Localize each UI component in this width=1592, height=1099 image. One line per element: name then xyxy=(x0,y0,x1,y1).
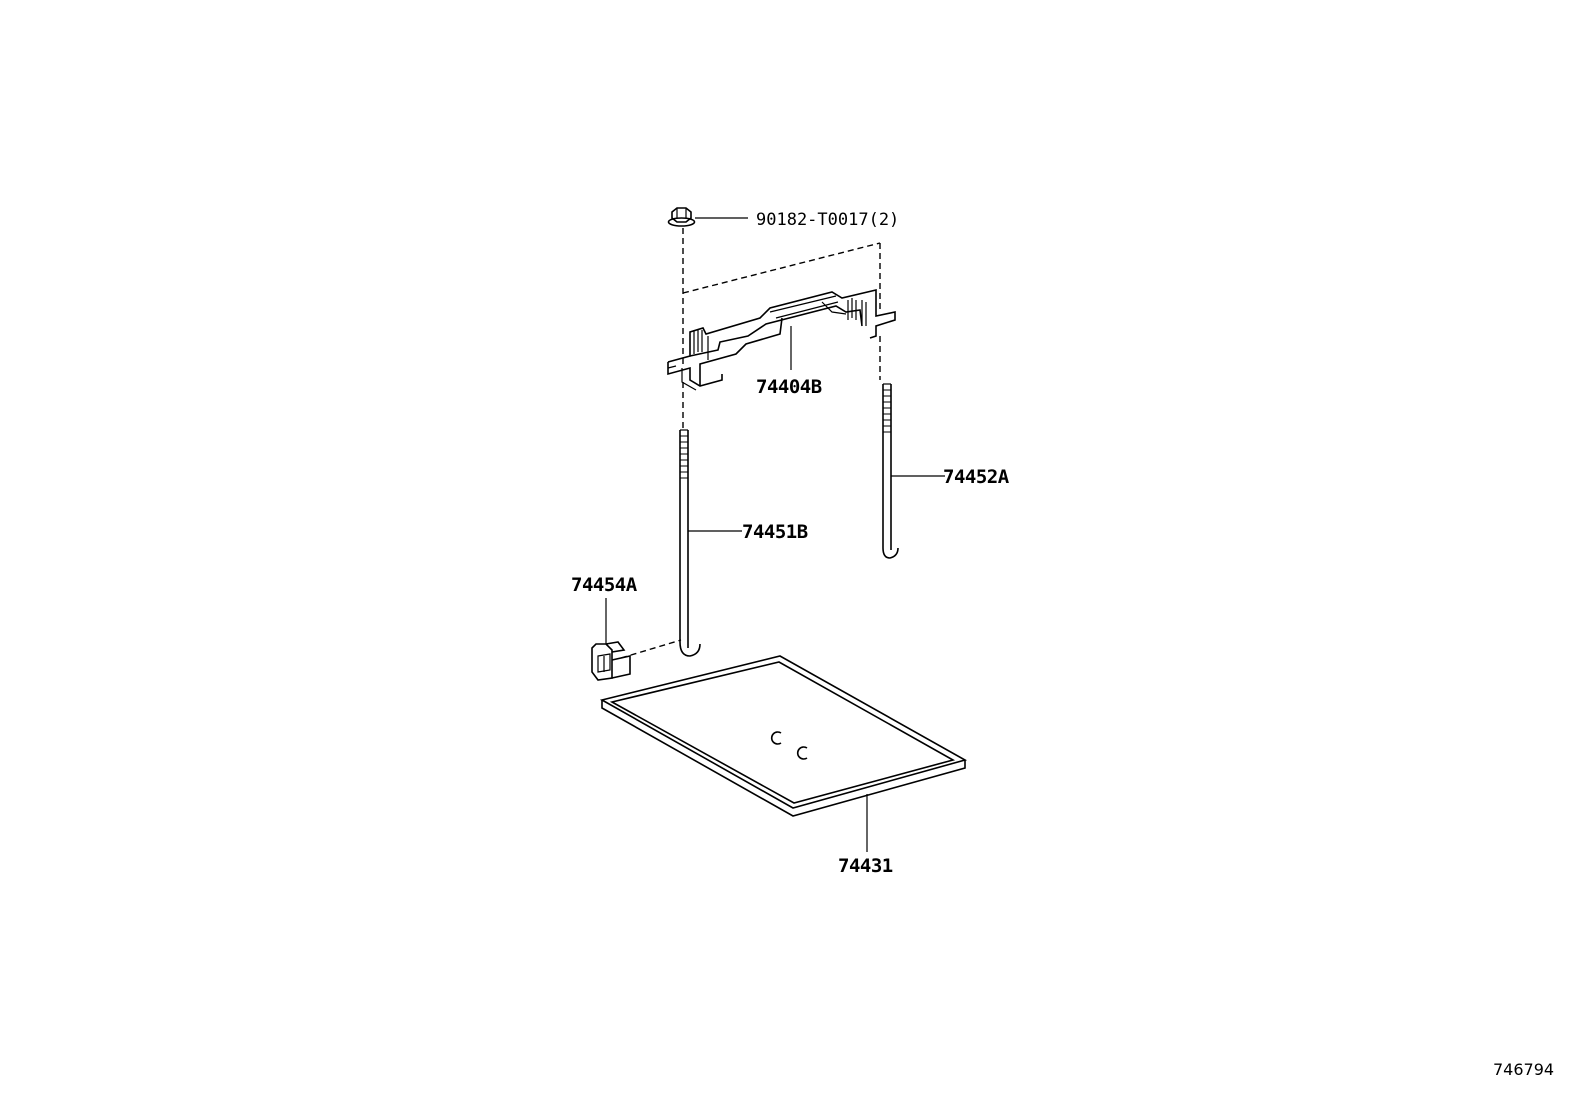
assembly-dashed-lines xyxy=(620,228,881,659)
bracket-icon xyxy=(591,641,631,681)
part-label-rod-left: 74451B xyxy=(742,521,808,543)
battery-clamp-icon xyxy=(667,288,896,391)
part-label-nut: 90182-T0017(2) xyxy=(756,210,899,230)
rod-left-icon xyxy=(679,429,701,657)
rod-right-icon xyxy=(882,383,899,559)
part-label-clamp: 74404B xyxy=(756,376,822,398)
part-label-rod-right: 74452A xyxy=(943,466,1010,488)
flange-nut-icon xyxy=(667,207,696,227)
reference-number: 746794 xyxy=(1493,1060,1554,1079)
battery-tray-icon xyxy=(599,655,968,817)
part-label-bracket: 74454A xyxy=(571,574,638,596)
part-label-tray: 74431 xyxy=(838,855,893,877)
